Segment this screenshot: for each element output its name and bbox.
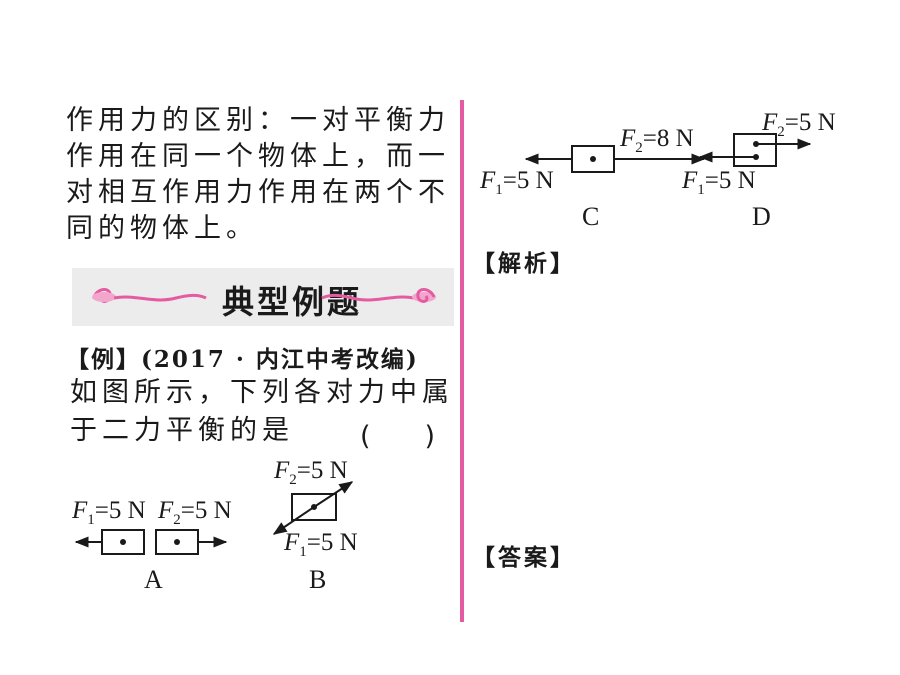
banner-title: 典型例题 [222,283,363,321]
example-tag: 【例】 [66,346,141,373]
intro-text: 作用力的区别：一对平衡力 作用在同一个物体上，而一 对相互作用力作用在两个不 同… [66,103,456,247]
force-label-f1: F1=5 N [283,529,358,560]
analysis-label: 【解析】 [472,250,576,277]
intro-line: 作用力的区别：一对平衡力 [66,105,450,136]
center-dot [174,539,180,545]
example-source: (2017 · 内江中考改编) [141,346,419,373]
answer-blank: ( ) [360,421,436,452]
right-ornament-icon [321,288,436,303]
figure-a: F1=5 N F2=5 N [71,497,232,555]
force-label-f1: F1=5 N [71,497,146,528]
block [733,133,777,167]
caption-d: D [752,202,771,231]
typical-examples-banner: 典型例题 [72,268,454,326]
center-dot [120,539,126,545]
force-label-f2: F2=5 N [273,457,348,488]
answer-label: 【答案】 [472,544,576,571]
block [291,493,337,521]
intro-line: 同的物体上。 [66,213,258,244]
left-ornament-icon [92,288,207,303]
figure-c: F2=8 N F1=5 N [479,125,706,198]
force-label-f2: F2=5 N [761,109,836,140]
caption-c: C [582,202,600,231]
arrow-f1 [272,506,315,535]
column-divider [460,100,464,622]
force-label-f2: F2=5 N [157,497,232,528]
figure-b: F2=5 N F1=5 N [272,457,358,560]
question-line: 于二力平衡的是 [70,415,294,446]
intro-line: 作用在同一个物体上，而一 [66,141,450,172]
intro-line: 对相互作用力作用在两个不 [66,177,450,208]
caption-a: A [144,565,163,594]
caption-b: B [309,565,327,594]
center-dot [590,156,596,162]
force-label-f1: F1=5 N [479,167,554,198]
question-text: 如图所示，下列各对力中属 于二力平衡的是 [70,374,460,450]
example-header: 【例】(2017 · 内江中考改编) [66,340,419,374]
force-label-f1: F1=5 N [681,167,756,198]
arrow-f2 [313,481,354,508]
figure-d: F2=5 N F1=5 N [681,109,836,198]
question-line: 如图所示，下列各对力中属 [70,377,454,408]
force-label-f2: F2=8 N [619,125,694,156]
